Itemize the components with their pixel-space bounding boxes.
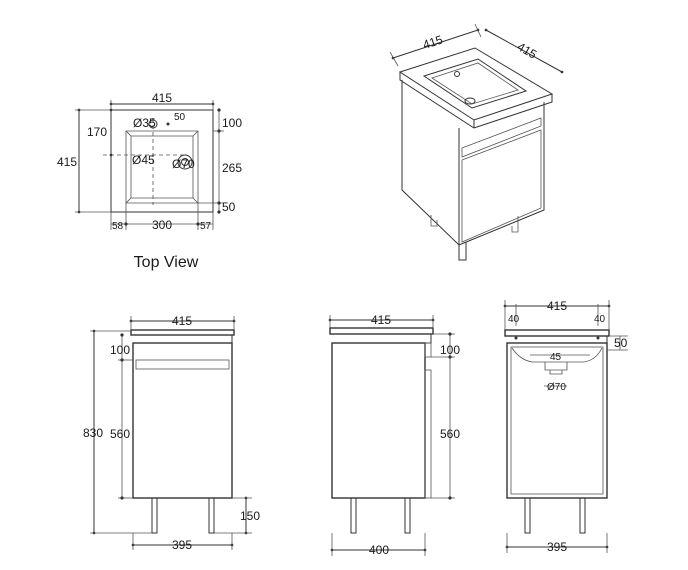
back-dim-40-left: 40 [508, 314, 520, 325]
dim-57: 57 [200, 221, 212, 232]
top-view-outline [110, 109, 214, 213]
back-width-bottom: 395 [547, 540, 567, 554]
dim-50-bottom: 50 [222, 200, 236, 214]
front-width-bottom: 395 [172, 538, 192, 552]
side-dim-100: 100 [440, 343, 460, 357]
iso-depth-label: 415 [515, 39, 540, 61]
dim-170: 170 [87, 125, 107, 139]
tap-hole-icon [148, 119, 158, 129]
back-dim-70: Ø70 [547, 382, 566, 393]
side-width-top: 415 [371, 313, 391, 327]
back-dim-50: 50 [614, 336, 628, 350]
top-depth-label: 415 [57, 155, 77, 169]
back-dim-45: 45 [550, 352, 562, 363]
back-dim-40-right: 40 [594, 314, 606, 325]
drain-icon [177, 154, 193, 170]
isometric-view: 415 415 [389, 23, 564, 261]
front-dim-100: 100 [110, 343, 130, 357]
drain-diameter-label: Ø45 [132, 153, 155, 167]
side-view: 415 100 560 400 [328, 313, 460, 557]
front-view: 415 830 100 560 150 395 [83, 314, 260, 552]
dim-50-top: 50 [174, 112, 186, 123]
back-view: 415 40 40 50 45 Ø70 395 [503, 299, 628, 554]
side-dim-560: 560 [440, 427, 460, 441]
top-width-label: 415 [152, 91, 172, 105]
dim-58: 58 [112, 221, 124, 232]
front-dim-150: 150 [240, 509, 260, 523]
front-dim-560: 560 [110, 427, 130, 441]
side-width-bottom: 400 [369, 543, 389, 557]
back-width-top: 415 [547, 299, 567, 313]
hole-diameter-label: Ø35 [133, 116, 156, 130]
top-view: 415 415 170 Ø35 50 100 265 50 Ø45 Ø70 [57, 91, 242, 271]
dim-265: 265 [222, 161, 242, 175]
dim-100-right: 100 [222, 116, 242, 130]
front-height-label: 830 [83, 426, 103, 440]
front-width-top: 415 [172, 314, 192, 328]
dim-300: 300 [152, 218, 172, 232]
bowl-diameter-label: Ø70 [172, 157, 195, 171]
top-view-caption: Top View [134, 254, 199, 271]
iso-width-label: 415 [421, 32, 445, 52]
